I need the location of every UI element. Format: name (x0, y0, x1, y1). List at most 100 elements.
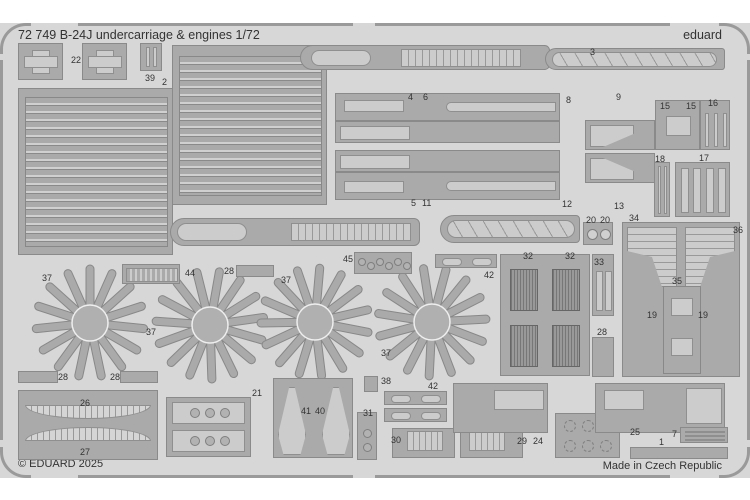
part-label: 36 (733, 225, 744, 235)
fret-frame-top (375, 23, 670, 26)
part-28 (236, 265, 274, 277)
part-label: 4 (408, 92, 414, 102)
fret-frame-bottom (375, 475, 670, 478)
part-3-top-nacelle (300, 45, 550, 70)
part-label: 20 (600, 215, 611, 225)
part-37-engine-baffle (374, 264, 491, 381)
part-label: 42 (484, 270, 495, 280)
part-37-engine-baffle (151, 267, 268, 384)
part-20 (583, 222, 613, 245)
part-label: 7 (672, 429, 678, 439)
part-label: 27 (80, 447, 91, 457)
fret-frame-left (0, 60, 3, 440)
part-5-strut (335, 172, 560, 200)
part-label: 44 (185, 268, 196, 278)
part-15 (655, 100, 700, 150)
part-label: 25 (630, 427, 641, 437)
part-22b (82, 43, 127, 80)
fret-frame-top (78, 23, 353, 26)
part-label: 9 (616, 92, 622, 102)
part-label: 5 (411, 198, 417, 208)
part-42-lower (384, 391, 447, 405)
part-label: 20 (586, 215, 597, 225)
part-22a (18, 43, 63, 80)
copyright-text: © EDUARD 2025 (18, 458, 104, 470)
part-label: 37 (42, 273, 53, 283)
part-label: 40 (315, 406, 326, 416)
part-label: 16 (708, 98, 719, 108)
part-39 (140, 43, 162, 71)
part-42-top (435, 254, 497, 268)
fret-frame-bottom (78, 475, 353, 478)
part-16 (700, 100, 730, 150)
part-label: 39 (145, 73, 156, 83)
part-label: 45 (343, 254, 354, 264)
part-label: 38 (381, 376, 392, 386)
part-label: 26 (80, 398, 91, 408)
part-label: 41 (301, 406, 312, 416)
fret-corner (0, 23, 31, 54)
part-25 (595, 383, 725, 433)
part-24 (453, 383, 548, 433)
part-label: 3 (590, 47, 596, 57)
part-label: 24 (533, 436, 544, 446)
part-label: 28 (597, 327, 608, 337)
part-4-strut (335, 93, 560, 121)
part-label: 29 (517, 436, 528, 446)
part-21 (166, 397, 251, 457)
fret-title: 72 749 B-24J undercarriage & engines 1/7… (18, 28, 260, 42)
part-17 (675, 162, 730, 217)
part-31 (357, 412, 377, 460)
part-label: 32 (565, 251, 576, 261)
part-45 (354, 252, 412, 274)
part-label: 18 (655, 154, 666, 164)
part-18 (654, 162, 670, 217)
part-label: 34 (629, 213, 640, 223)
part-label: 15 (660, 101, 671, 111)
part-label: 28 (224, 266, 235, 276)
part-2-left-panel (18, 88, 173, 255)
origin-text: Made in Czech Republic (602, 460, 722, 472)
part-26-27 (18, 390, 158, 460)
part-38 (364, 376, 378, 392)
part-40-41 (273, 378, 353, 458)
part-30 (392, 428, 455, 458)
part-14 (585, 153, 655, 183)
part-28 (120, 371, 158, 383)
part-label: 31 (363, 408, 374, 418)
part-2-right-panel (172, 45, 327, 205)
part-label: 22 (71, 55, 82, 65)
part-label: 33 (594, 257, 605, 267)
part-32 (500, 254, 590, 376)
part-label: 2 (162, 77, 168, 87)
part-37-engine-baffle (31, 264, 149, 381)
part-label: 19 (698, 310, 709, 320)
part-28 (18, 371, 58, 383)
part-label: 37 (281, 275, 292, 285)
part-11-strut (335, 150, 560, 172)
part-3-bottom-nacelle (170, 218, 420, 246)
part-44 (122, 264, 180, 284)
part-label: 30 (391, 435, 402, 445)
part-42-lower (384, 408, 447, 422)
part-label: 42 (428, 381, 439, 391)
part-label: 8 (566, 95, 572, 105)
part-34-36-assembly (622, 222, 740, 377)
part-7 (680, 427, 728, 443)
part-29 (460, 428, 523, 458)
part-label: 19 (647, 310, 658, 320)
part-label: 6 (423, 92, 429, 102)
part-3-bottom-spar (440, 215, 580, 243)
part-6-strut (335, 121, 560, 143)
part-label: 28 (58, 372, 69, 382)
part-label: 21 (252, 388, 263, 398)
fret-frame-right (747, 60, 750, 440)
brand-logo: eduard (683, 28, 722, 42)
part-label: 1 (659, 437, 665, 447)
part-28 (592, 337, 614, 377)
part-label: 35 (672, 276, 683, 286)
part-label: 12 (562, 199, 573, 209)
part-label: 15 (686, 101, 697, 111)
part-1 (630, 447, 728, 459)
part-label: 13 (614, 201, 625, 211)
